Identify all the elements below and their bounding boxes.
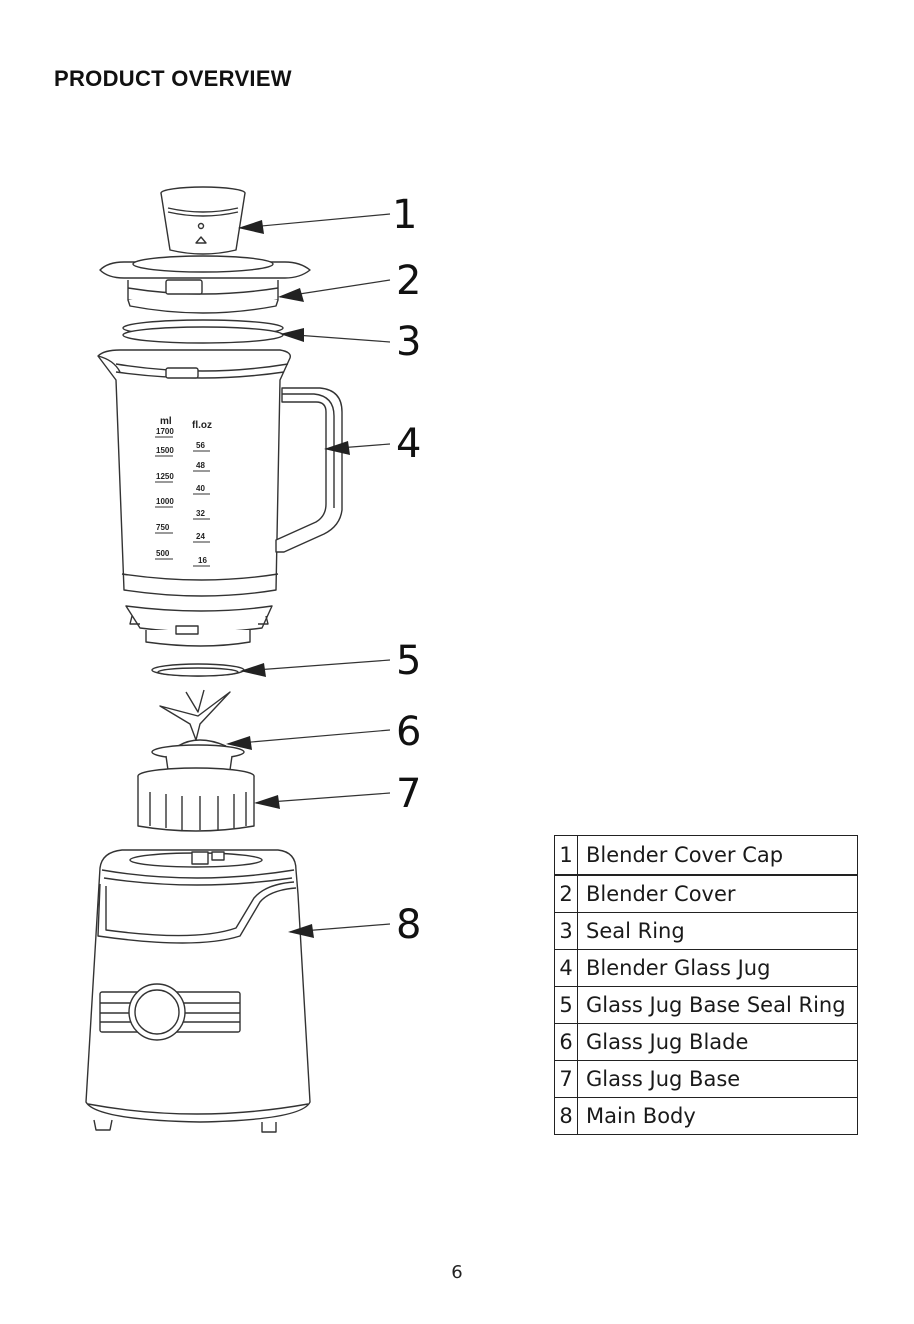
table-row: 4 Blender Glass Jug [555,950,858,987]
part-number: 3 [555,913,578,950]
scale-floz-mark: 48 [196,461,205,470]
callout-8: 8 [396,902,421,948]
table-row: 5 Glass Jug Base Seal Ring [555,987,858,1024]
part-number: 2 [555,875,578,913]
part-label: Blender Cover [578,875,858,913]
scale-floz-mark: 56 [196,441,205,450]
page-number: 6 [0,1262,914,1283]
part-label: Glass Jug Base Seal Ring [578,987,858,1024]
callout-5: 5 [396,638,421,684]
part-label: Glass Jug Blade [578,1024,858,1061]
callout-1: 1 [392,192,417,238]
part-label: Blender Cover Cap [578,836,858,876]
part-label: Main Body [578,1098,858,1135]
callout-3: 3 [396,319,421,365]
scale-ml-mark: 1000 [156,497,174,506]
callout-7: 7 [396,771,421,817]
part-number: 5 [555,987,578,1024]
scale-floz-mark: 32 [196,509,205,518]
seal-ring-drawing [123,320,283,343]
part-label: Glass Jug Base [578,1061,858,1098]
table-row: 6 Glass Jug Blade [555,1024,858,1061]
callout-4: 4 [396,421,421,467]
scale-ml-mark: 1250 [156,472,174,481]
part-label: Blender Glass Jug [578,950,858,987]
blender-cover-drawing [100,256,310,313]
glass-jug-drawing [98,350,342,646]
scale-floz-header: fl.oz [192,420,212,431]
table-row: 1 Blender Cover Cap [555,836,858,876]
part-number: 4 [555,950,578,987]
blender-cover-cap-drawing [161,187,245,254]
scale-floz-mark: 24 [196,532,205,541]
table-row: 3 Seal Ring [555,913,858,950]
callout-6: 6 [396,709,421,755]
blade-drawing [152,690,244,773]
scale-ml-mark: 500 [156,549,170,558]
scale-ml-mark: 1500 [156,446,174,455]
part-number: 1 [555,836,578,876]
scale-floz-mark: 16 [198,556,207,565]
scale-ml-mark: 1700 [156,427,174,436]
callout-2: 2 [396,258,421,304]
scale-floz-mark: 40 [196,484,205,493]
table-row: 2 Blender Cover [555,875,858,913]
scale-ml-header: ml [160,416,172,427]
table-row: 8 Main Body [555,1098,858,1135]
table-row: 7 Glass Jug Base [555,1061,858,1098]
main-body-drawing [86,850,310,1132]
part-number: 6 [555,1024,578,1061]
jug-base-drawing [138,768,254,831]
base-seal-ring-drawing [152,664,244,676]
parts-table: 1 Blender Cover Cap 2 Blender Cover 3 Se… [554,835,858,1135]
part-label: Seal Ring [578,913,858,950]
part-number: 7 [555,1061,578,1098]
scale-ml-mark: 750 [156,523,170,532]
part-number: 8 [555,1098,578,1135]
